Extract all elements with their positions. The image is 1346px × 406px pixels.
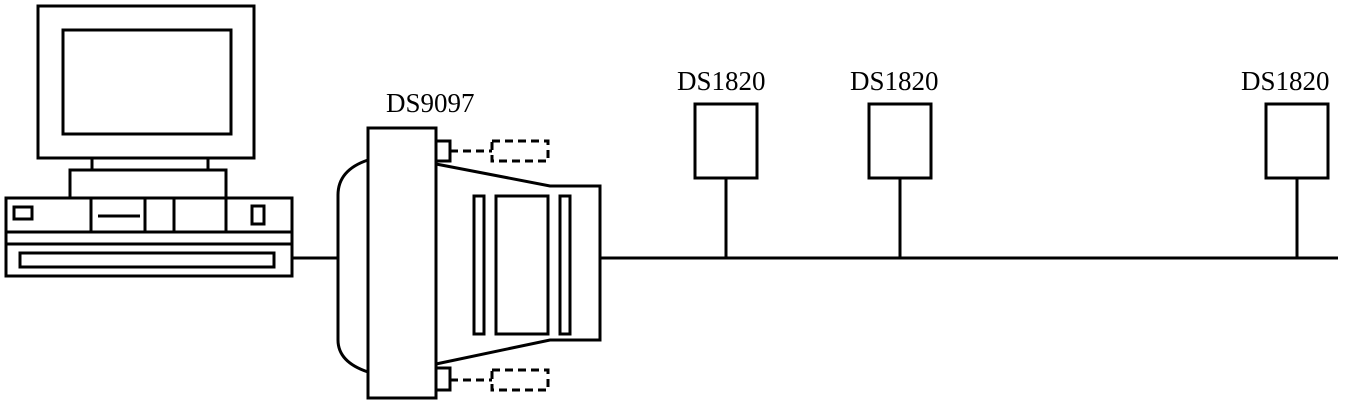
monitor	[36, 4, 256, 200]
keyboard-keys	[18, 251, 276, 269]
adapter-screw-top	[434, 139, 452, 163]
keyboard-body	[4, 242, 294, 278]
power-button	[12, 205, 34, 221]
adapter-pin-block	[494, 194, 550, 336]
sensor-1-body	[693, 102, 759, 180]
adapter-plug-housing	[435, 162, 602, 366]
keyboard-top	[4, 230, 294, 246]
sensor-1-label: DS1820	[677, 66, 766, 96]
thumbscrew-top	[490, 139, 550, 163]
monitor-neck	[90, 156, 210, 172]
adapter-pin-row-left	[472, 194, 486, 336]
monitor-stand	[68, 168, 228, 200]
thumbscrew-bottom	[490, 368, 550, 392]
sensor-1	[693, 102, 759, 258]
monitor-screen	[61, 28, 233, 136]
adapter-label: DS9097	[386, 88, 475, 118]
adapter-screw-bottom	[434, 366, 452, 392]
adapter-pin-row-right	[558, 194, 572, 336]
sensor-2	[867, 102, 933, 258]
sensor-2-body	[867, 102, 933, 180]
system-unit	[4, 196, 294, 234]
computer	[4, 4, 294, 278]
thumbscrews-dashed	[450, 139, 550, 392]
adapter-body	[366, 126, 438, 400]
sensor-3-label: DS1820	[1241, 66, 1330, 96]
sensor-2-label: DS1820	[850, 66, 939, 96]
system-unit-front	[4, 196, 294, 234]
sensor-3-body	[1264, 102, 1330, 180]
keyboard	[4, 230, 294, 278]
sensor-3	[1264, 102, 1330, 258]
ds9097-adapter	[336, 126, 602, 400]
reset-button	[250, 204, 266, 226]
adapter-back-shell	[336, 158, 369, 374]
